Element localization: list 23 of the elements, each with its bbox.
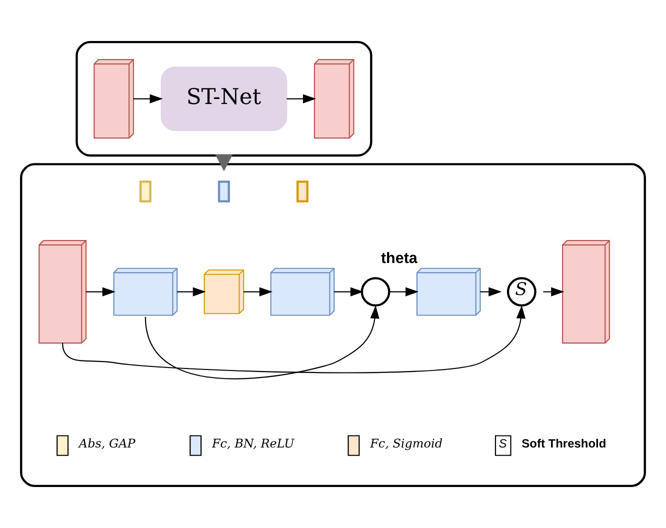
legend-label: Abs, GAP xyxy=(78,436,136,451)
arrow xyxy=(86,287,116,296)
arrow xyxy=(286,94,316,104)
legend-label: Soft Threshold xyxy=(522,436,606,451)
cluster xyxy=(20,163,646,487)
node-circle xyxy=(360,277,390,307)
node-bar xyxy=(218,180,230,202)
node-bar xyxy=(139,180,152,202)
arrow xyxy=(133,94,163,104)
arrow xyxy=(62,305,526,374)
node-label: theta xyxy=(380,250,418,268)
label: S xyxy=(498,436,507,451)
arrow xyxy=(144,305,380,380)
node-circle: S xyxy=(506,277,536,307)
node-box: ST-Net xyxy=(160,66,288,131)
arrow xyxy=(334,287,364,296)
arrow xyxy=(543,287,564,296)
arrow xyxy=(177,287,206,296)
legend-label: Fc, BN, ReLU xyxy=(212,436,294,451)
legend-label: Fc, Sigmoid xyxy=(370,436,443,451)
arrow xyxy=(244,287,272,296)
arrow xyxy=(389,287,419,296)
node-bar xyxy=(296,180,308,202)
